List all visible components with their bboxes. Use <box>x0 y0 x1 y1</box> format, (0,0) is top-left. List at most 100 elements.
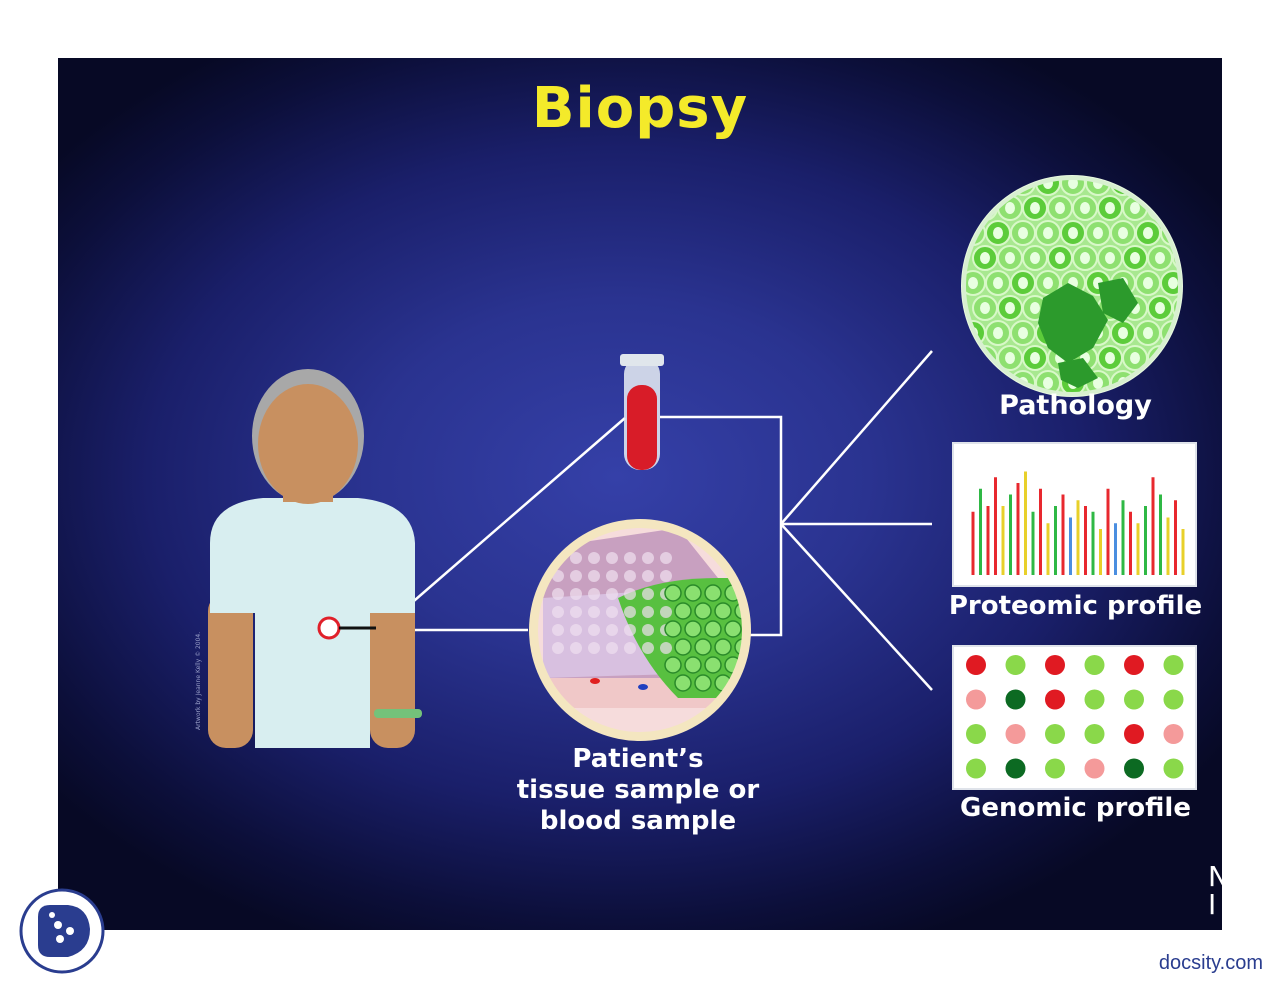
genomic-spot <box>1045 724 1065 744</box>
tumor-cell <box>684 620 702 638</box>
tumor-cell <box>704 620 722 638</box>
pathology-cell-nucleus <box>1155 202 1165 214</box>
tissue-cell <box>552 642 564 654</box>
proteomic-bar <box>971 511 975 575</box>
proteomic-bar <box>1069 517 1072 575</box>
proteomic-bar <box>1046 523 1050 575</box>
docsity-logo-icon <box>19 888 105 974</box>
pathology-cell-nucleus <box>1043 377 1053 389</box>
pathology-cell-nucleus <box>1118 327 1128 339</box>
tissue-cell <box>570 624 582 636</box>
pathology-cell-nucleus <box>1030 352 1040 364</box>
proteomic-bar <box>1144 506 1147 575</box>
pathology-cell <box>1147 195 1173 221</box>
tissue-cell <box>570 642 582 654</box>
tissue-cell <box>624 642 636 654</box>
pathology-cell-nucleus <box>1168 277 1178 289</box>
genomic-spot <box>1084 758 1105 779</box>
tumor-cell <box>714 602 732 620</box>
proteomic-bar <box>1151 477 1155 575</box>
proteomic-bar <box>979 488 982 575</box>
pathology-cell-nucleus <box>1118 227 1128 239</box>
tissue-cell <box>642 642 654 654</box>
pathology-cell-nucleus <box>1105 252 1115 264</box>
pathology-cell-nucleus <box>1180 202 1190 214</box>
tissue-cell <box>552 624 564 636</box>
sample-label-line3: blood sample <box>539 806 737 836</box>
blood-tube-icon <box>620 354 664 470</box>
tissue-cell <box>552 588 564 600</box>
proteomic-bar <box>1121 500 1125 575</box>
tissue-cell <box>570 570 582 582</box>
tissue-cell <box>606 624 618 636</box>
tissue-cell <box>624 552 636 564</box>
pathology-cell-nucleus <box>1005 202 1015 214</box>
pathology-cell-nucleus <box>1030 302 1040 314</box>
tumor-cell <box>714 638 732 656</box>
pathology-cell-nucleus <box>1080 252 1090 264</box>
artwork-credit: Artwork by Jeanne Kelly © 2004. <box>195 631 202 730</box>
tissue-cell <box>588 588 600 600</box>
pathology-cell-nucleus <box>1068 227 1078 239</box>
pathology-cell-nucleus <box>993 178 1003 189</box>
slide-title: Biopsy <box>531 76 749 141</box>
genomic-spot <box>1005 758 1026 779</box>
proteomic-bar <box>1001 506 1005 575</box>
genomic-spot <box>1084 689 1105 710</box>
pathology-cell-nucleus <box>1130 202 1140 214</box>
tissue-cell <box>570 588 582 600</box>
pathology-cell-nucleus <box>1180 352 1190 364</box>
tumor-cell <box>664 656 682 674</box>
pathology-cell-nucleus <box>1168 178 1178 189</box>
biopsy-site-marker <box>317 616 341 640</box>
pathology-cell-nucleus <box>968 178 978 189</box>
genomic-spot <box>1124 724 1144 744</box>
pathology-cell-nucleus <box>1130 352 1140 364</box>
genomic-spot <box>1005 655 1026 675</box>
tissue-cell <box>606 570 618 582</box>
pathology-cell-nucleus <box>1155 252 1165 264</box>
tissue-cell <box>660 642 672 654</box>
tumor-cell <box>704 584 722 602</box>
tissue-sample-icon <box>529 519 751 741</box>
proteomic-bar <box>1166 517 1170 575</box>
tissue-cell <box>642 552 654 564</box>
pathology-cell-nucleus <box>1143 227 1153 239</box>
tissue-cell <box>606 552 618 564</box>
pathology-label: Pathology <box>999 390 1152 421</box>
pathology-cell-nucleus <box>993 327 1003 339</box>
tissue-cell <box>660 552 672 564</box>
tissue-cell <box>642 624 654 636</box>
genomic-spot <box>1045 689 1065 710</box>
tumor-cell <box>674 674 692 692</box>
pathology-cell-nucleus <box>1105 202 1115 214</box>
pathology-cell-nucleus <box>1093 377 1103 389</box>
tumor-cell <box>694 602 712 620</box>
tissue-cell <box>606 606 618 618</box>
genomic-spot <box>1124 758 1144 779</box>
genomic-spot <box>1163 655 1184 675</box>
tissue-cell <box>624 624 636 636</box>
pathology-cell-nucleus <box>1043 277 1053 289</box>
proteomic-bar <box>1039 488 1042 575</box>
tissue-cell <box>660 606 672 618</box>
docsity-watermark: docsity.com <box>1158 952 1263 974</box>
proteomic-bar <box>1016 483 1020 575</box>
pathology-cell-nucleus <box>1018 227 1028 239</box>
tumor-cell <box>684 656 702 674</box>
pathology-cell-nucleus <box>1080 202 1090 214</box>
pathology-cell-nucleus <box>993 277 1003 289</box>
genomic-spot <box>966 655 986 675</box>
genomic-spot <box>1163 758 1184 779</box>
tissue-cell <box>624 606 636 618</box>
pathology-cell-nucleus <box>1005 252 1015 264</box>
pathology-cell <box>1135 178 1161 196</box>
pathology-cell-nucleus <box>980 202 990 214</box>
proteomic-bar <box>1181 529 1185 575</box>
genomic-spot <box>1163 689 1184 710</box>
tumor-cell <box>724 620 742 638</box>
genomic-spot <box>1045 758 1065 779</box>
sample-label-line2: tissue sample or <box>516 775 760 805</box>
pathology-cell-nucleus <box>1155 302 1165 314</box>
proteomic-profile-chart <box>952 442 1197 587</box>
